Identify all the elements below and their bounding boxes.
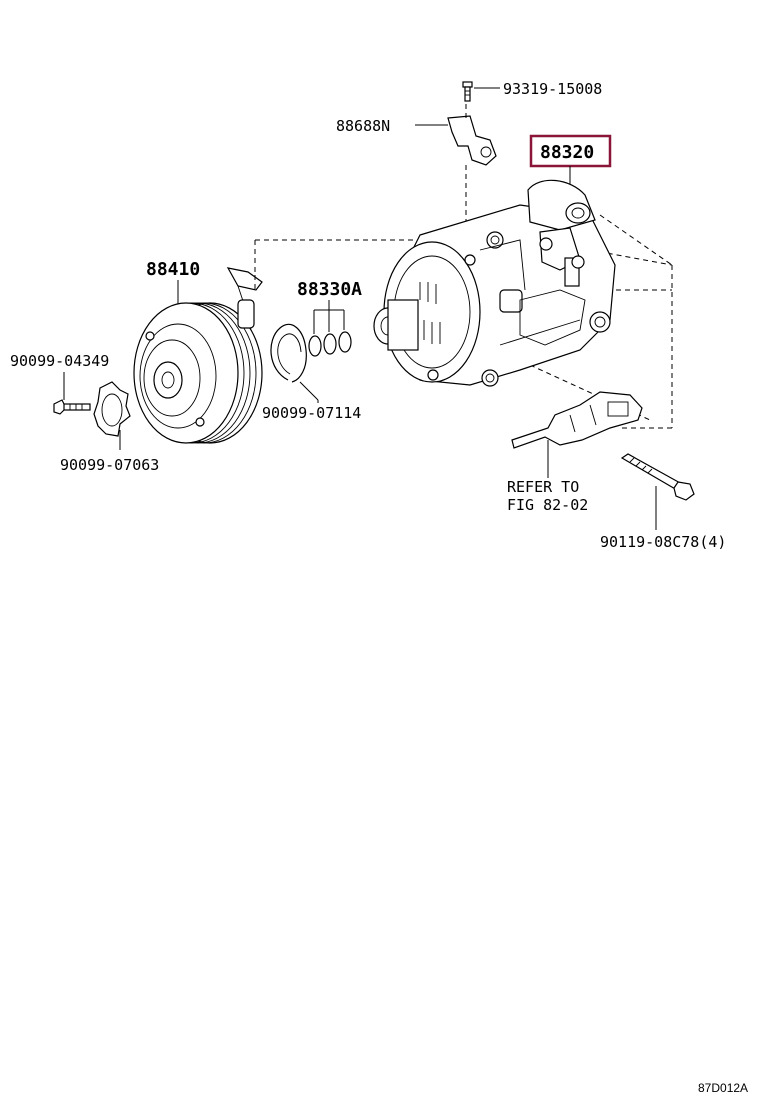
part-label-90099-07114[interactable]: 90099-07114 <box>262 404 361 422</box>
part-label-90099-04349[interactable]: 90099-04349 <box>10 352 109 370</box>
part-label-90099-07063[interactable]: 90099-07063 <box>60 456 159 474</box>
part-label-93319[interactable]: 93319-15008 <box>503 80 602 98</box>
part-label-90119[interactable]: 90119-08C78(4) <box>600 533 726 551</box>
bolt-icon[interactable] <box>53 399 91 415</box>
shim-washer-icon[interactable] <box>93 381 131 437</box>
figure-id: 87D012A <box>698 1081 748 1095</box>
ac-compressor-icon[interactable] <box>373 179 616 387</box>
part-label-88688n[interactable]: 88688N <box>336 117 390 135</box>
magnetic-clutch-pulley-icon[interactable] <box>133 302 263 444</box>
refer-to-label-1[interactable]: REFER TO <box>507 478 579 496</box>
shim-washer-icon[interactable] <box>308 331 352 357</box>
bolt-icon[interactable] <box>620 453 695 501</box>
bracket-icon[interactable] <box>447 115 497 166</box>
snap-ring-icon[interactable] <box>270 323 307 383</box>
bolt-icon[interactable] <box>462 81 473 102</box>
part-label-88320[interactable]: 88320 <box>540 142 594 163</box>
bracket-icon[interactable] <box>511 391 643 449</box>
part-label-88410[interactable]: 88410 <box>146 259 200 280</box>
part-label-88330a[interactable]: 88330A <box>297 279 362 300</box>
refer-to-label-2[interactable]: FIG 82-02 <box>507 496 588 514</box>
bracket-icon[interactable] <box>226 267 263 329</box>
